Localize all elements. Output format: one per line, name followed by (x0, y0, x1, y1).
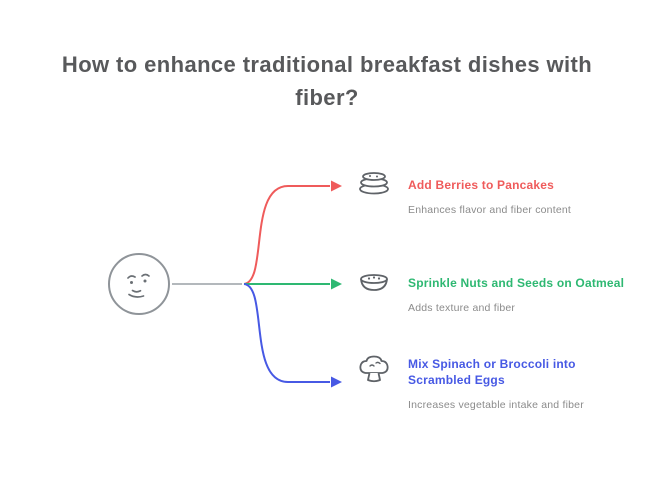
item-spinach-broccoli: Mix Spinach or Broccoli into Scrambled E… (408, 356, 640, 411)
item-nuts-seeds: Sprinkle Nuts and Seeds on Oatmeal Adds … (408, 275, 640, 314)
broccoli-icon (352, 349, 396, 393)
center-node (108, 253, 170, 315)
thinking-face-icon (119, 264, 159, 304)
item-description: Increases vegetable intake and fiber (408, 399, 584, 412)
arrowhead-middle-icon (331, 278, 342, 290)
arrowhead-top-icon (331, 180, 342, 192)
page-title: How to enhance traditional breakfast dis… (61, 52, 593, 110)
pancakes-icon (352, 164, 396, 208)
item-title: Sprinkle Nuts and Seeds on Oatmeal (408, 276, 625, 290)
item-description: Enhances flavor and fiber content (408, 204, 572, 217)
item-title: Mix Spinach or Broccoli into Scrambled E… (408, 357, 576, 388)
branch-line-top (243, 185, 330, 285)
arrowhead-bottom-icon (331, 376, 342, 388)
item-title: Add Berries to Pancakes (408, 178, 554, 192)
oatmeal-bowl-icon (352, 261, 396, 305)
branch-line-bottom (243, 283, 330, 383)
item-description: Adds texture and fiber (408, 302, 516, 315)
item-add-berries: Add Berries to Pancakes Enhances flavor … (408, 177, 640, 216)
